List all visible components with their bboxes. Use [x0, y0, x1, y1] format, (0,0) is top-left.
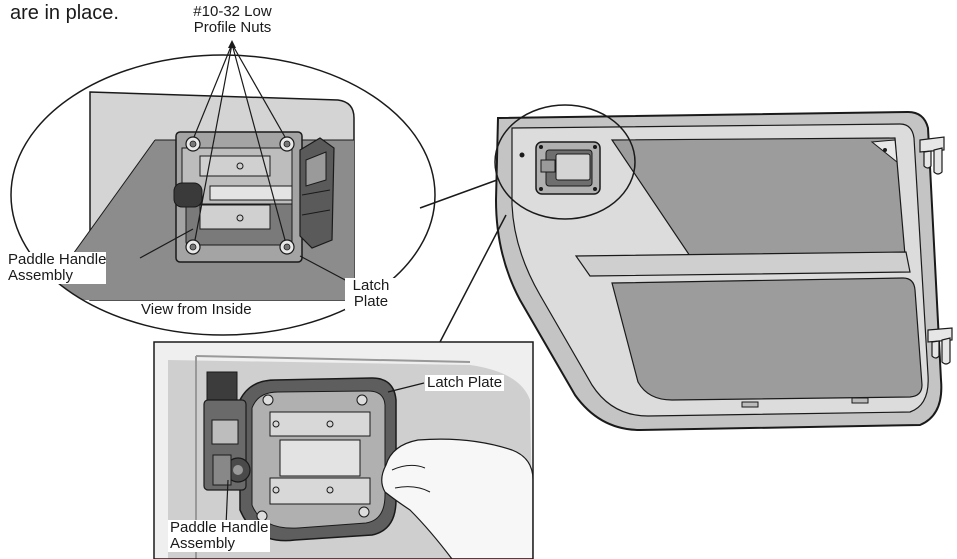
door-hinge-upper: [919, 136, 945, 175]
paddle-handle-label-top-line-2: Assembly: [8, 267, 74, 284]
low-profile-nut: [279, 136, 295, 152]
door-lower-pad: [611, 277, 923, 401]
paddle-handle-label-bottom-line-1: Paddle Handle: [170, 519, 269, 536]
door-highlight-circle: [494, 104, 636, 220]
door-hinge-lower: [927, 327, 953, 365]
paddle-handle-label-bottom-line-2: Assembly: [170, 535, 236, 552]
door-illustration: [494, 104, 953, 432]
latch-plate-label-top-line-1: Latch: [352, 277, 390, 294]
door-latch-small: [535, 141, 601, 195]
inside-view-callout: [10, 40, 436, 336]
door-crossbar: [574, 251, 911, 277]
low-profile-nut: [185, 239, 201, 255]
low-profile-nut: [279, 239, 295, 255]
latch-plate-label-bottom: Latch Plate: [425, 374, 505, 391]
low-profile-nut: [185, 136, 201, 152]
nuts-label: #10-32 Low Profile Nuts: [185, 4, 280, 36]
hand: [381, 438, 533, 559]
intro-text: are in place.: [10, 2, 119, 24]
view-from-inside-label: View from Inside: [141, 301, 252, 318]
nuts-label-line-2: Profile Nuts: [193, 19, 272, 36]
paddle-handle-label-bottom: Paddle Handle Assembly: [168, 519, 271, 552]
paddle-handle-label-top: Paddle Handle Assembly: [8, 251, 107, 284]
nuts-label-line-1: #10-32 Low: [193, 3, 272, 20]
latch-plate-label-top: Latch Plate: [345, 278, 397, 310]
paddle-handle-label-top-line-1: Paddle Handle: [8, 251, 107, 268]
latch-plate-label-top-line-2: Plate: [353, 293, 389, 310]
nuts-leader-lines: [193, 43, 286, 241]
